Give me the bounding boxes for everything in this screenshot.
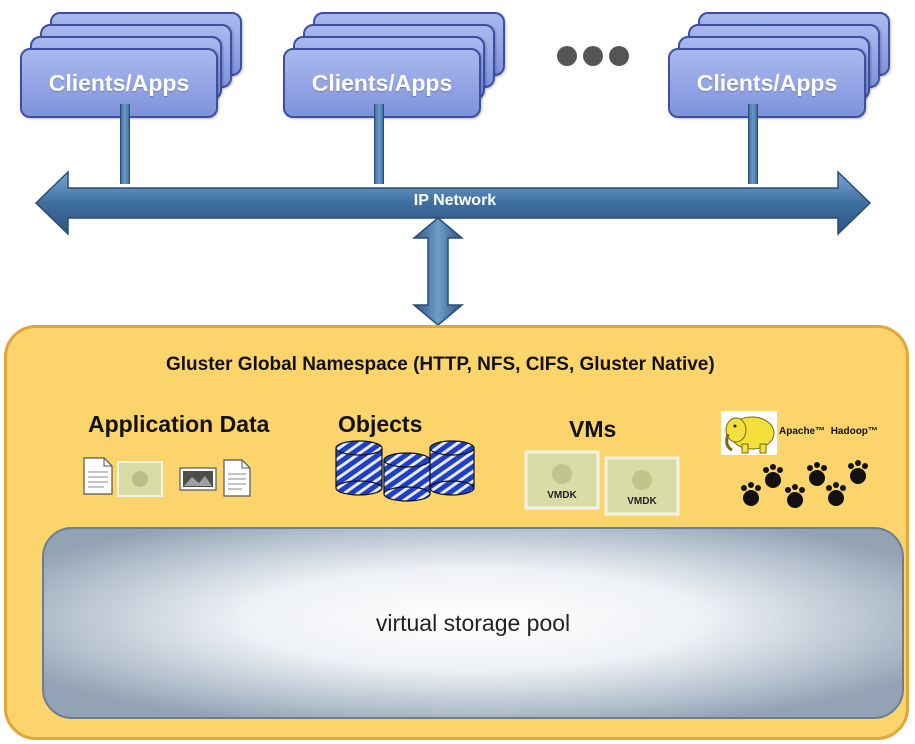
hadoop-label: Apache™ Hadoop™ <box>779 426 878 437</box>
photo-icon <box>179 467 217 491</box>
application-data-label: Application Data <box>88 411 270 437</box>
object-cylinder-icon <box>335 440 383 496</box>
objects-label: Objects <box>338 411 423 437</box>
client-connector <box>374 104 384 184</box>
hadoop-elephant-icon <box>721 411 777 455</box>
vmdk-folder-icon: VMDK <box>524 450 600 510</box>
paw-print-icon <box>826 482 846 506</box>
paw-print-icon <box>741 482 761 506</box>
vmdk-folder-icon: VMDK <box>604 456 680 516</box>
client-card: Clients/Apps <box>20 48 218 118</box>
ip-network-arrow <box>34 170 872 236</box>
vmdk-label: VMDK <box>547 490 577 501</box>
folder-icon <box>117 461 163 497</box>
paw-print-icon <box>848 460 868 484</box>
ellipsis-dot <box>557 46 577 66</box>
client-stack-2: Clients/Apps <box>283 12 513 118</box>
client-stack-1: Clients/Apps <box>20 12 250 118</box>
document-icon <box>223 459 251 497</box>
virtual-storage-pool: virtual storage pool <box>42 527 904 719</box>
client-stack-3: Clients/Apps <box>668 12 898 118</box>
client-card: Clients/Apps <box>283 48 481 118</box>
namespace-title: Gluster Global Namespace (HTTP, NFS, CIF… <box>166 354 715 375</box>
hadoop-text: Hadoop™ <box>830 426 878 437</box>
paw-print-icon <box>763 464 783 488</box>
paw-print-icon <box>807 462 827 486</box>
vmdk-label: VMDK <box>627 496 657 507</box>
paw-print-icon <box>785 484 805 508</box>
apache-text: Apache™ <box>779 426 826 437</box>
client-connector <box>748 104 758 184</box>
pool-label: virtual storage pool <box>375 609 571 636</box>
document-icon <box>83 457 113 495</box>
client-connector <box>120 104 130 184</box>
client-label: Clients/Apps <box>48 69 190 96</box>
client-label: Clients/Apps <box>311 69 453 96</box>
vms-label: VMs <box>569 416 617 442</box>
ellipsis-dot <box>583 46 603 66</box>
ip-network-label: IP Network <box>413 192 497 209</box>
client-card: Clients/Apps <box>668 48 866 118</box>
ellipsis-dot <box>609 46 629 66</box>
object-cylinder-icon <box>429 440 475 496</box>
client-label: Clients/Apps <box>696 69 838 96</box>
